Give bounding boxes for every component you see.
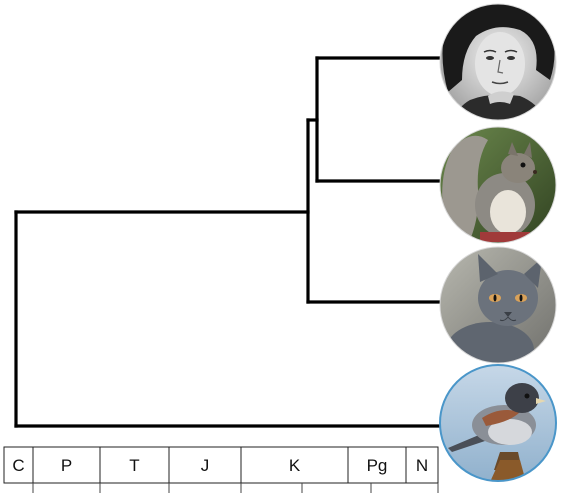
period-label-k: K: [289, 456, 301, 475]
squirrel-photo-border: [439, 126, 557, 244]
period-box-p: [32, 446, 101, 484]
bird-photo-border: [439, 364, 557, 482]
bird-photo: [440, 365, 556, 481]
period-label-j: J: [201, 456, 210, 475]
period-label-t: T: [129, 456, 139, 475]
period-label-c: C: [12, 456, 24, 475]
geologic-timescale: C P T J K Pg N: [3, 446, 439, 493]
period-box-n: [405, 446, 439, 484]
period-box-pg: [347, 446, 407, 484]
human-portrait: [440, 4, 556, 120]
period-box-c: [3, 446, 34, 484]
cat-photo-border: [439, 246, 557, 364]
cat-photo: [440, 247, 556, 363]
human-portrait-border: [439, 3, 557, 121]
squirrel-photo: [440, 127, 556, 243]
period-label-p: P: [61, 456, 72, 475]
period-label-pg: Pg: [367, 456, 388, 475]
period-label-n: N: [416, 456, 428, 475]
tree-branches: [14, 56, 444, 428]
